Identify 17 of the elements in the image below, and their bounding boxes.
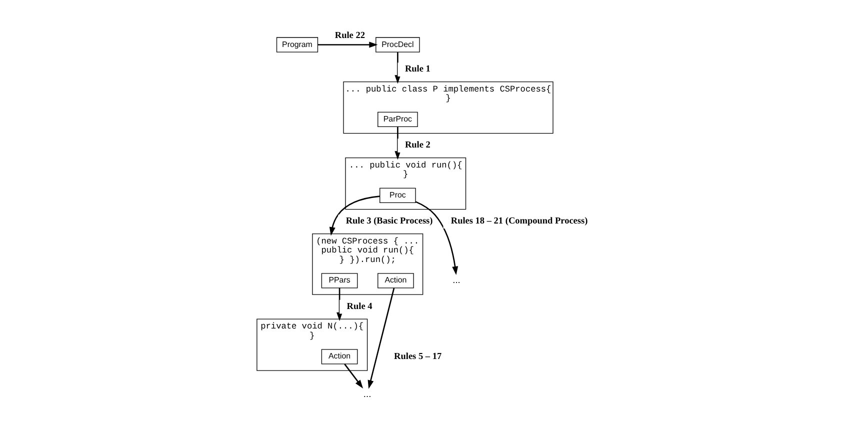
- node-text: ...: [363, 389, 372, 400]
- edge-label: Rules 5 – 17: [394, 352, 442, 362]
- edge-label: Rules 18 – 21 (Compound Process): [450, 216, 588, 227]
- arrow: [368, 288, 395, 389]
- arrow: [336, 288, 343, 322]
- edge-label: Rule 22: [334, 30, 365, 41]
- edge-label: Rule 2: [404, 140, 430, 151]
- arrow: [394, 52, 401, 84]
- arrow: [394, 126, 401, 160]
- arrow: [415, 201, 458, 276]
- node-text: ...: [452, 275, 460, 286]
- arrow: [344, 364, 364, 388]
- arrow: [318, 42, 378, 48]
- arrow: [329, 196, 380, 236]
- edge-label: Rule 1: [404, 64, 430, 75]
- edge-label: Rule 4: [346, 302, 372, 312]
- edge-label: Rule 3 (Basic Process): [346, 216, 433, 227]
